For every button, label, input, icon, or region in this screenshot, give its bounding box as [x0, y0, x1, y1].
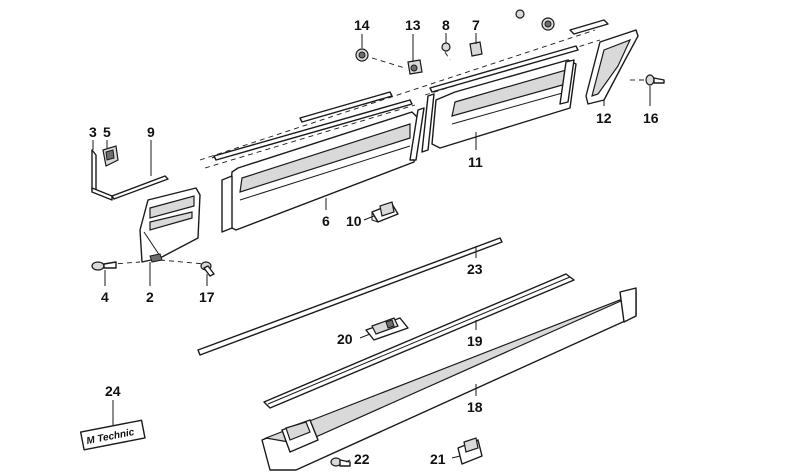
part-20-clip: [365, 317, 409, 341]
callout-5: 5: [103, 124, 111, 140]
part-19-sill-strip: [263, 273, 575, 409]
part-18-rocker-panel: [261, 287, 637, 471]
callout-20: 20: [337, 331, 353, 347]
callout-23: 23: [467, 261, 483, 277]
callout-22: 22: [354, 451, 370, 467]
callout-labels: 14 13 8 7 3 5 9 12 16 11 6 10 4 2 17 23 …: [89, 17, 659, 467]
part-13-fastener: [407, 59, 423, 75]
callout-19: 19: [467, 333, 483, 349]
part-5-clip: [102, 145, 119, 167]
part-3-bracket: [91, 149, 113, 201]
part-24-badge: M Technic: [79, 419, 146, 451]
callout-4: 4: [101, 289, 109, 305]
part-10-clip: [371, 201, 399, 223]
callout-17: 17: [199, 289, 215, 305]
callout-10: 10: [346, 213, 362, 229]
callout-18: 18: [467, 399, 483, 415]
callout-3: 3: [89, 124, 97, 140]
part-7-fastener: [469, 41, 483, 57]
callout-16: 16: [643, 110, 659, 126]
part-2-front-corner: [139, 187, 201, 263]
part-12-rear-quarter: [559, 19, 639, 105]
part-16-screw: [645, 74, 665, 86]
callout-24: 24: [105, 383, 121, 399]
part-8-fastener: [441, 42, 451, 52]
callout-9: 9: [147, 124, 155, 140]
part-23-strip: [197, 237, 503, 356]
callout-14: 14: [354, 17, 370, 33]
callout-8: 8: [442, 17, 450, 33]
callout-13: 13: [405, 17, 421, 33]
callout-12: 12: [596, 110, 612, 126]
part-11-rear-door-moulding: [409, 45, 579, 161]
callout-7: 7: [472, 17, 480, 33]
callout-6: 6: [322, 213, 330, 229]
part-21-clip: [457, 437, 483, 465]
part-14-fastener: [355, 48, 369, 62]
part-6-front-door-moulding: [211, 91, 419, 233]
callout-21: 21: [430, 451, 446, 467]
callout-2: 2: [146, 289, 154, 305]
top-fasteners: [515, 9, 555, 31]
part-22-screw: [330, 457, 351, 467]
part-4-screw: [91, 261, 117, 271]
leader-lines: [92, 33, 651, 463]
callout-11: 11: [468, 154, 483, 170]
part-17-screw: [200, 261, 215, 277]
part-9-strip: [111, 175, 169, 200]
